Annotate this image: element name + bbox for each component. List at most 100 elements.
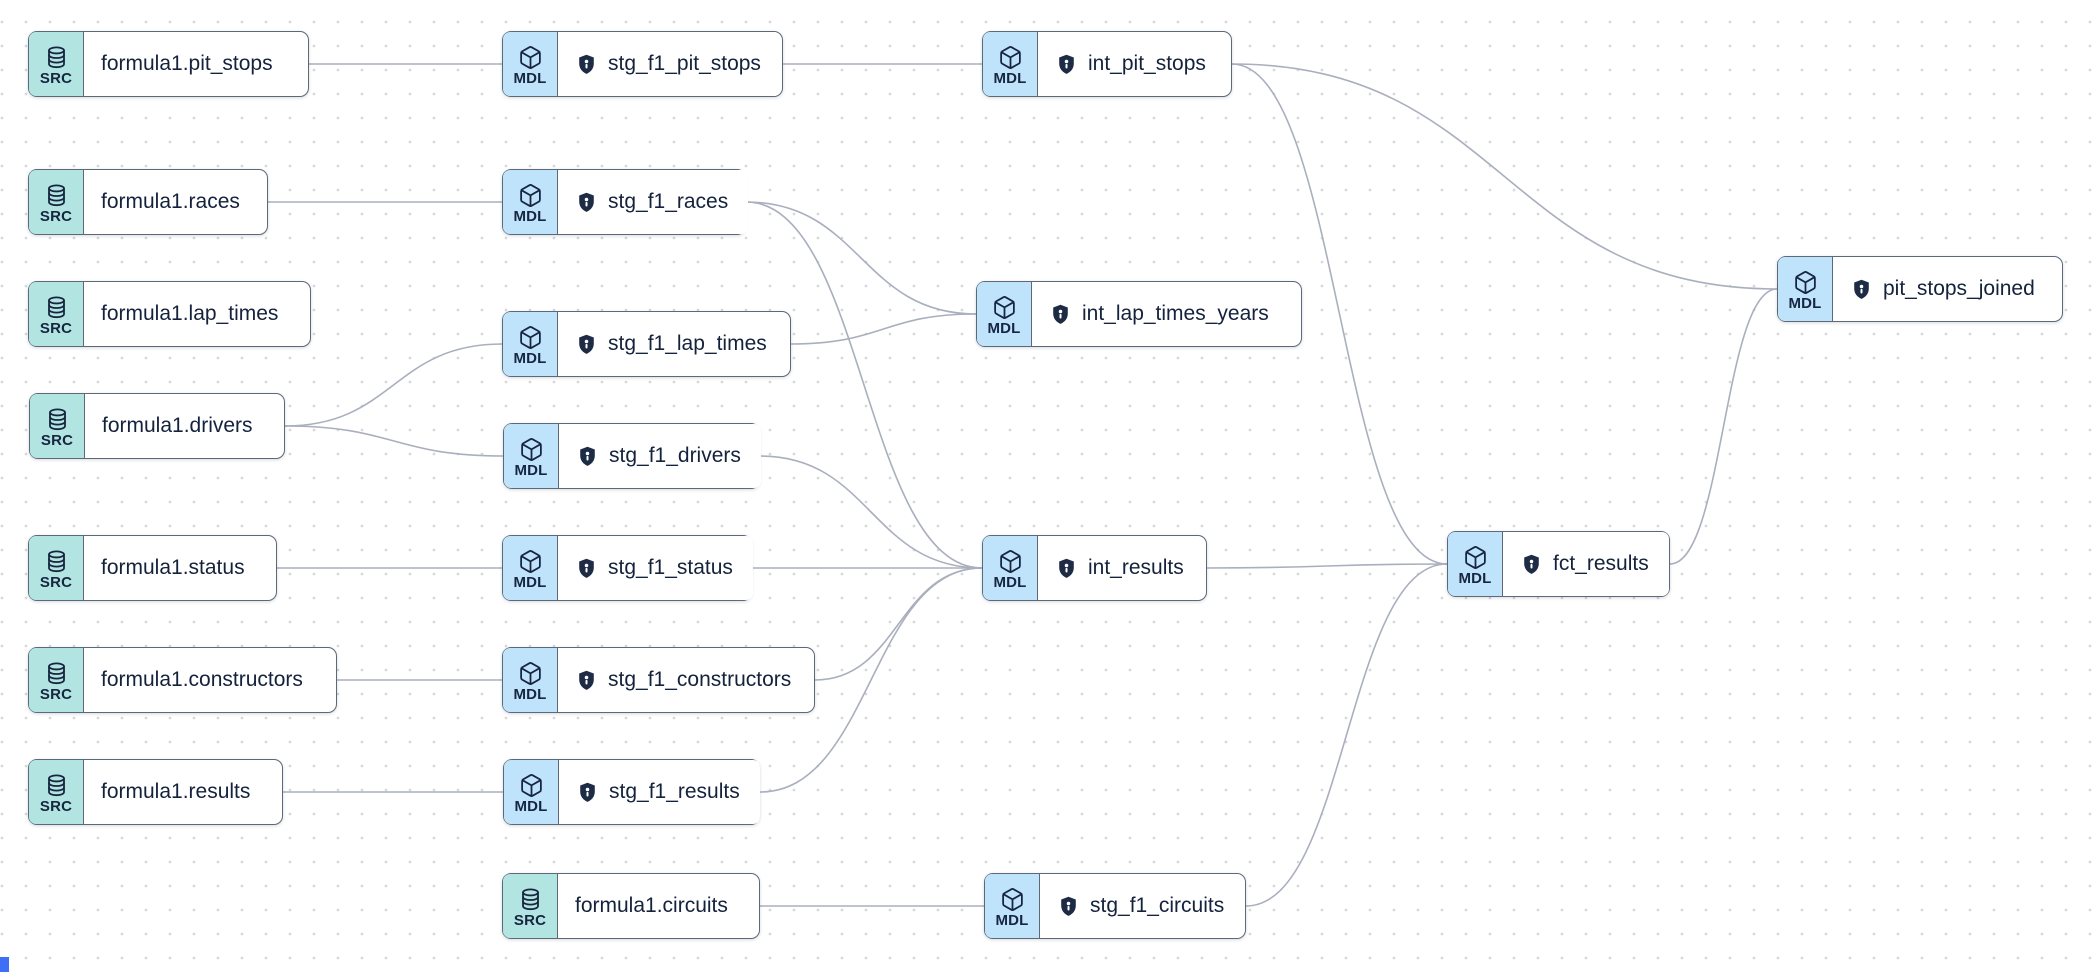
shield-icon <box>1061 896 1076 916</box>
node-kind-badge: SRC <box>513 911 547 929</box>
shield-icon <box>1059 54 1074 74</box>
node-label: stg_f1_drivers <box>609 444 741 467</box>
node-kind-badge: MDL <box>987 319 1021 337</box>
node-src_circuits[interactable]: SRC formula1.circuits <box>502 873 760 939</box>
node-label-area: formula1.constructors <box>84 648 323 712</box>
node-label: formula1.results <box>101 780 251 803</box>
node-label-area: int_results <box>1038 536 1204 600</box>
cube-icon: MDL <box>503 170 558 234</box>
node-label-area: stg_f1_results <box>559 760 760 824</box>
node-label-area: int_pit_stops <box>1038 32 1226 96</box>
node-kind-badge: SRC <box>40 431 74 449</box>
shield-icon <box>1524 554 1539 574</box>
edge-fct_results-pit_stops_joined <box>1669 288 1778 565</box>
node-label-area: stg_f1_lap_times <box>558 312 787 376</box>
edge-src_drivers-stg_drivers <box>284 425 504 457</box>
node-kind-badge: SRC <box>39 69 73 87</box>
node-kind-badge: MDL <box>513 69 547 87</box>
node-kind-badge: SRC <box>39 797 73 815</box>
node-stg_circuits[interactable]: MDL stg_f1_circuits <box>984 873 1246 939</box>
node-fct_results[interactable]: MDL fct_results <box>1447 531 1670 597</box>
node-label: formula1.lap_times <box>101 302 279 325</box>
clipped-control[interactable] <box>0 957 9 972</box>
edge-src_drivers-stg_lap_times <box>284 343 503 427</box>
node-src_drivers[interactable]: SRC formula1.drivers <box>29 393 285 459</box>
node-src_races[interactable]: SRC formula1.races <box>28 169 268 235</box>
node-label: stg_f1_pit_stops <box>608 52 761 75</box>
node-label: int_results <box>1088 556 1184 579</box>
edge-int_pit_stops-pit_stops_joined <box>1231 63 1778 290</box>
shield-icon <box>1059 558 1074 578</box>
edge-stg_constructors-int_results <box>814 567 983 681</box>
database-icon: SRC <box>29 170 84 234</box>
edge-stg_drivers-int_results <box>759 455 983 569</box>
node-label-area: formula1.drivers <box>85 394 273 458</box>
node-label: stg_f1_constructors <box>608 668 792 691</box>
shield-icon <box>579 54 594 74</box>
node-kind-badge: MDL <box>513 349 547 367</box>
node-label-area: formula1.races <box>84 170 260 234</box>
node-src_constructors[interactable]: SRC formula1.constructors <box>28 647 337 713</box>
node-src_results[interactable]: SRC formula1.results <box>28 759 283 825</box>
shield-icon <box>580 446 595 466</box>
node-label: pit_stops_joined <box>1883 277 2035 300</box>
node-pit_stops_joined[interactable]: MDL pit_stops_joined <box>1777 256 2063 322</box>
node-label-area: formula1.circuits <box>558 874 748 938</box>
node-label: formula1.drivers <box>102 414 253 437</box>
edge-stg_races-int_lap_times_years <box>745 201 977 315</box>
cube-icon: MDL <box>1448 532 1503 596</box>
cube-icon: MDL <box>983 536 1038 600</box>
node-label: stg_f1_results <box>609 780 740 803</box>
node-label: formula1.circuits <box>575 894 728 917</box>
node-src_lap_times[interactable]: SRC formula1.lap_times <box>28 281 311 347</box>
node-src_status[interactable]: SRC formula1.status <box>28 535 277 601</box>
node-label-area: stg_f1_pit_stops <box>558 32 781 96</box>
node-kind-badge: MDL <box>995 911 1029 929</box>
node-int_results[interactable]: MDL int_results <box>982 535 1207 601</box>
node-stg_races[interactable]: MDL stg_f1_races <box>502 169 749 235</box>
cube-icon: MDL <box>1778 257 1833 321</box>
node-kind-badge: SRC <box>39 685 73 703</box>
node-stg_status[interactable]: MDL stg_f1_status <box>502 535 753 601</box>
node-label: formula1.constructors <box>101 668 303 691</box>
database-icon: SRC <box>29 760 84 824</box>
cube-icon: MDL <box>503 312 558 376</box>
node-stg_results[interactable]: MDL stg_f1_results <box>503 759 760 825</box>
node-label: fct_results <box>1553 552 1649 575</box>
cube-icon: MDL <box>503 536 558 600</box>
node-label: stg_f1_races <box>608 190 729 213</box>
node-label: stg_f1_status <box>608 556 733 579</box>
node-label-area: fct_results <box>1503 532 1669 596</box>
database-icon: SRC <box>30 394 85 458</box>
node-kind-badge: MDL <box>513 573 547 591</box>
node-int_pit_stops[interactable]: MDL int_pit_stops <box>982 31 1232 97</box>
database-icon: SRC <box>29 32 84 96</box>
shield-icon <box>1854 279 1869 299</box>
node-label-area: pit_stops_joined <box>1833 257 2055 321</box>
node-kind-badge: SRC <box>39 319 73 337</box>
database-icon: SRC <box>29 536 84 600</box>
cube-icon: MDL <box>983 32 1038 96</box>
node-label-area: stg_f1_races <box>558 170 749 234</box>
cube-icon: MDL <box>504 760 559 824</box>
cube-icon: MDL <box>503 32 558 96</box>
shield-icon <box>579 558 594 578</box>
node-label: formula1.races <box>101 190 240 213</box>
edge-stg_lap_times-int_lap_times_years <box>790 313 977 345</box>
node-label: int_pit_stops <box>1088 52 1206 75</box>
node-label-area: stg_f1_status <box>558 536 753 600</box>
edge-int_results-fct_results <box>1206 563 1448 569</box>
node-label-area: stg_f1_circuits <box>1040 874 1245 938</box>
node-label: formula1.status <box>101 556 245 579</box>
node-label-area: formula1.results <box>84 760 271 824</box>
node-stg_lap_times[interactable]: MDL stg_f1_lap_times <box>502 311 791 377</box>
node-kind-badge: SRC <box>39 573 73 591</box>
edge-stg_circuits-fct_results <box>1245 563 1448 907</box>
node-stg_pit_stops[interactable]: MDL stg_f1_pit_stops <box>502 31 783 97</box>
